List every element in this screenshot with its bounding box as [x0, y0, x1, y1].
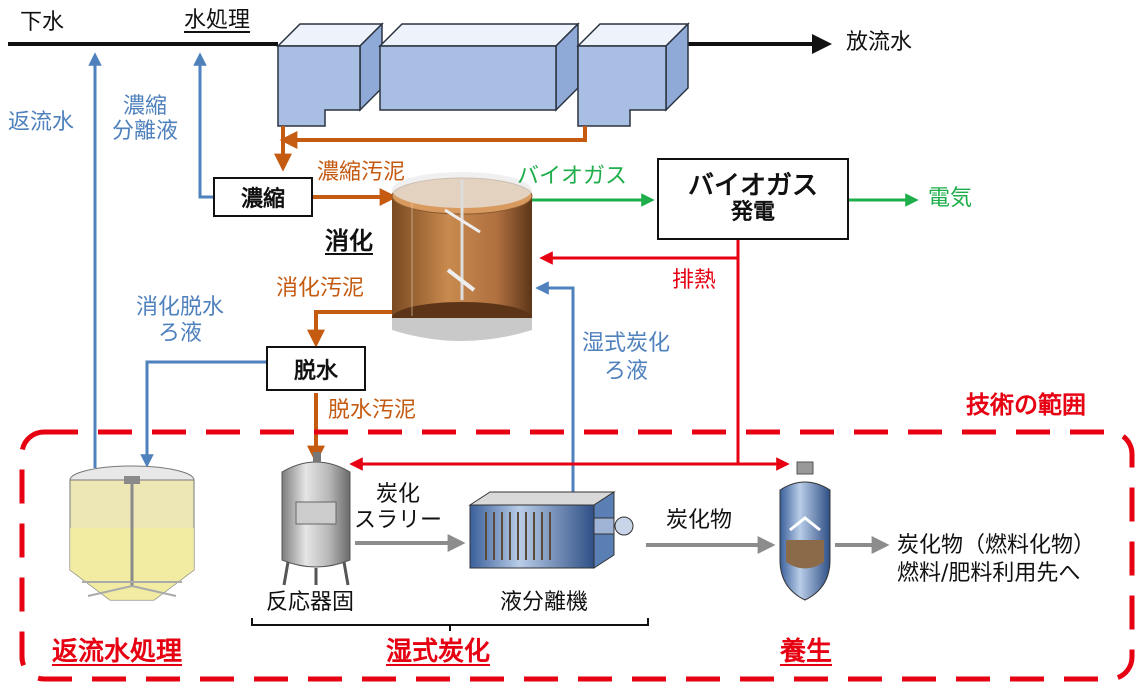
digested-sludge-label: 消化汚泥	[276, 276, 365, 301]
electricity-label: 電気	[928, 186, 973, 211]
waste-heat-to-digester-line	[539, 240, 740, 265]
return-treatment-tank	[69, 465, 195, 601]
carb-slurry-label: 炭化 スラリー	[354, 482, 443, 534]
return-treatment-section-label: 返流水処理	[52, 637, 183, 667]
biogas-box-title: バイオガス	[687, 170, 818, 201]
carbide-output-label: 炭化物（燃料化物） 燃料/肥料利用先へ	[897, 533, 1096, 586]
dewatered-sludge-label: 脱水汚泥	[328, 398, 417, 423]
tech-scope-label: 技術の範囲	[966, 391, 1086, 419]
digested-sludge-line	[307, 310, 392, 348]
biogas-power-box: バイオガス 発電	[657, 158, 849, 240]
thickening-filtrate-label: 濃縮 分離液	[112, 94, 179, 145]
reactor-vessel	[281, 452, 351, 586]
sewage-label: 下水	[20, 10, 65, 35]
wet-carb-filtrate-label: 湿式炭化 ろ液	[582, 331, 671, 384]
wet-carb-filtrate-line	[535, 281, 575, 500]
separator-label: 液分離機	[500, 590, 589, 615]
thickening-box: 濃縮	[213, 177, 313, 217]
thickening-box-label: 濃縮	[240, 187, 285, 212]
water-treatment-label: 水処理	[184, 8, 251, 33]
water-treatment-tanks	[276, 22, 690, 127]
biogas-box-subtitle: 発電	[730, 200, 775, 226]
digestion-label: 消化	[325, 227, 373, 255]
effluent-label: 放流水	[846, 30, 913, 55]
dewatering-box: 脱水	[266, 346, 366, 391]
tech-scope-border	[19, 429, 1135, 682]
wet-carbonization-section-label: 湿式炭化	[386, 637, 491, 667]
curing-vessel	[779, 461, 831, 601]
separator-machine	[468, 491, 634, 569]
digestion-filtrate-line	[140, 360, 268, 468]
return-sludge-line	[279, 126, 587, 149]
dewatering-box-label: 脱水	[293, 358, 338, 384]
digestion-filtrate-label: 消化脱水 ろ液	[136, 295, 225, 347]
waste-heat-label: 排熱	[672, 268, 717, 293]
curing-section-label: 養生	[780, 637, 833, 667]
thickened-sludge-label: 濃縮汚泥	[317, 160, 406, 185]
digester-tank	[391, 172, 533, 341]
wet-carbonization-bracket	[251, 618, 649, 631]
reactor-label: 反応器固	[266, 590, 355, 615]
return-water-label: 返流水	[8, 110, 75, 135]
thickening-filtrate-line	[193, 52, 213, 199]
carbide-flow-label: 炭化物	[666, 508, 733, 533]
biogas-flow-label: バイオガス	[517, 164, 628, 189]
